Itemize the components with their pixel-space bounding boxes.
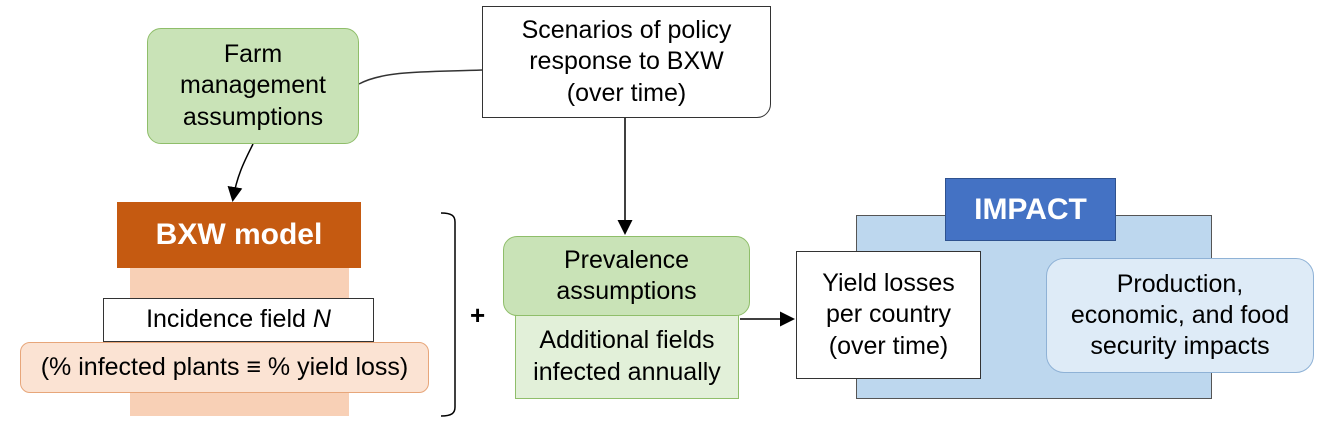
yield-losses-box: Yield losses per country (over time) [796, 251, 981, 379]
additional-fields-box: Additional fields infected annually [515, 300, 739, 399]
production-impacts-label: Production, economic, and food security … [1070, 269, 1290, 361]
farm-management-label: Farm management assumptions [180, 40, 326, 131]
additional-fields-label: Additional fields infected annually [533, 326, 721, 386]
production-impacts-box: Production, economic, and food security … [1046, 258, 1314, 373]
incidence-field-box: Incidence field N [103, 298, 374, 342]
prevalence-box: Prevalence assumptions [503, 236, 750, 316]
incidence-field-label: Incidence field N [146, 305, 331, 334]
infected-plants-box: (% infected plants ≡ % yield loss) [20, 342, 429, 393]
impact-title-box: IMPACT [945, 178, 1116, 241]
bxw-model-title: BXW model [117, 202, 361, 268]
plus-sign: + [470, 300, 486, 330]
impact-title-label: IMPACT [974, 192, 1087, 226]
policy-scenarios-label: Scenarios of policy response to BXW (ove… [521, 16, 732, 107]
policy-to-farm-line [358, 69, 483, 85]
bracket [440, 212, 456, 417]
yield-losses-label: Yield losses per country (over time) [822, 269, 955, 360]
prevalence-label: Prevalence assumptions [556, 245, 697, 305]
farm-management-box: Farm management assumptions [147, 28, 359, 144]
policy-scenarios-box: Scenarios of policy response to BXW (ove… [482, 6, 771, 118]
farm-to-bxw-arrow [227, 143, 254, 202]
infected-plants-label: (% infected plants ≡ % yield loss) [40, 352, 409, 381]
bxw-model-label: BXW model [155, 218, 323, 252]
